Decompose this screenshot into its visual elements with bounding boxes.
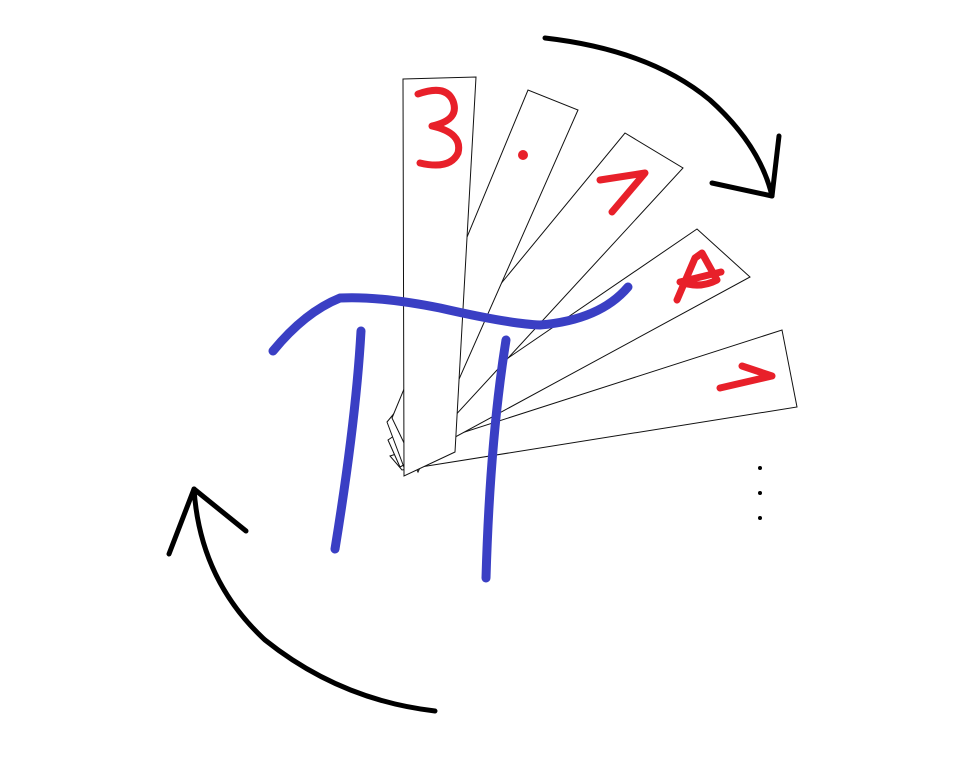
- digit-strip-fan: [386, 76, 798, 477]
- strip-digits: 3 . 1 4 1: [414, 86, 776, 392]
- counterclockwise-arrow-icon: [166, 486, 438, 714]
- continuation-ellipsis: ...: [758, 466, 762, 520]
- digit-point: .: [518, 150, 528, 160]
- clockwise-arrow-icon: [542, 35, 782, 199]
- digit-3: 3: [414, 86, 463, 169]
- digit-1-second: 1: [716, 362, 776, 392]
- digit-1-first: 1: [596, 169, 649, 216]
- digit-strip-1: [402, 76, 477, 477]
- digit-strip-3: [386, 132, 684, 471]
- digit-strip-4: [387, 228, 751, 468]
- digit-4: 4: [673, 249, 725, 304]
- pi-symbol: π: [268, 282, 633, 583]
